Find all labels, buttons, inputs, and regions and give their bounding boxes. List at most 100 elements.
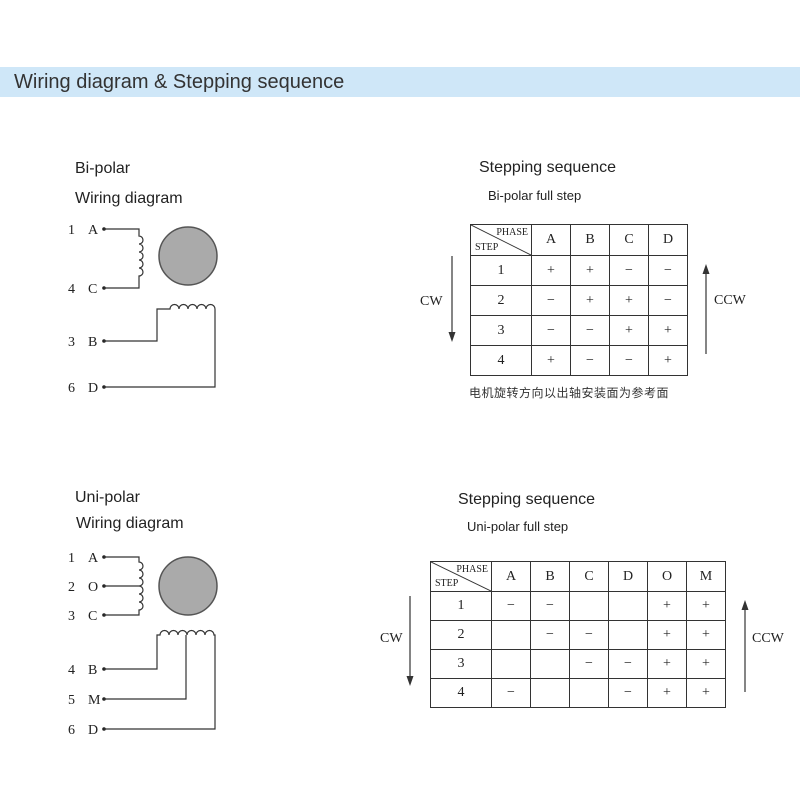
table-row: 1 − − + + bbox=[430, 591, 726, 621]
phase-cell: + bbox=[531, 345, 571, 376]
table-row: 1 + + − − bbox=[470, 255, 688, 286]
coil-bd-icon bbox=[104, 629, 216, 730]
phase-cell: + bbox=[647, 620, 687, 650]
phase-cell: − bbox=[531, 285, 571, 316]
bipolar-sequence-subtitle: Bi-polar full step bbox=[488, 188, 582, 203]
phase-cell: + bbox=[570, 255, 610, 286]
column-header: B bbox=[530, 561, 570, 592]
phase-cell: + bbox=[647, 649, 687, 679]
cw-label: CW bbox=[420, 294, 443, 309]
step-cell: 1 bbox=[430, 591, 492, 621]
phase-cell: − bbox=[609, 345, 649, 376]
phase-cell: + bbox=[686, 678, 726, 708]
phase-cell: + bbox=[648, 315, 688, 346]
step-cell: 3 bbox=[470, 315, 532, 346]
phase-cell: + bbox=[647, 591, 687, 621]
cw-label: CW bbox=[380, 631, 403, 646]
phase-cell bbox=[608, 591, 648, 621]
lead-3-name: C bbox=[88, 609, 97, 624]
unipolar-sequence-table: PHASE STEP A B C D O M 1 − − + + 2 − − +… bbox=[430, 561, 726, 708]
lead-2-number: 2 bbox=[68, 580, 75, 595]
lead-6-number: 6 bbox=[68, 723, 75, 738]
unipolar-title: Uni-polar bbox=[75, 489, 140, 506]
phase-cell: − bbox=[570, 315, 610, 346]
step-cell: 2 bbox=[430, 620, 492, 650]
phase-cell: − bbox=[531, 315, 571, 346]
center-tap-m bbox=[104, 635, 187, 700]
lead-1-name: A bbox=[88, 223, 99, 238]
phase-cell: + bbox=[648, 345, 688, 376]
column-header: O bbox=[647, 561, 687, 592]
bipolar-wiring-diagram: 1 A 4 C 3 B 6 D bbox=[68, 223, 218, 396]
phase-cell: + bbox=[647, 678, 687, 708]
column-header: D bbox=[648, 224, 688, 256]
phase-cell: − bbox=[608, 649, 648, 679]
bipolar-sequence-title: Stepping sequence bbox=[479, 159, 616, 176]
lead-3-name: B bbox=[88, 335, 97, 350]
phase-cell: + bbox=[531, 255, 571, 286]
column-header: M bbox=[686, 561, 726, 592]
bipolar-title: Bi-polar bbox=[75, 160, 131, 177]
motor-rotor-icon bbox=[158, 226, 218, 286]
table-header-row: PHASE STEP A B C D bbox=[470, 224, 688, 256]
column-header: B bbox=[570, 224, 610, 256]
rotation-direction-note: 电机旋转方向以出轴安装面为参考面 bbox=[469, 386, 670, 400]
step-label: STEP bbox=[475, 242, 499, 253]
ccw-label: CCW bbox=[752, 631, 784, 646]
phase-label: PHASE bbox=[456, 564, 488, 575]
lead-4-name: B bbox=[88, 663, 97, 678]
lead-6-number: 6 bbox=[68, 381, 75, 396]
table-header-row: PHASE STEP A B C D O M bbox=[430, 561, 726, 592]
phase-cell bbox=[569, 591, 609, 621]
table-row: 2 − + + − bbox=[470, 285, 688, 316]
phase-cell: − bbox=[491, 591, 531, 621]
section-title: Wiring diagram & Stepping sequence bbox=[14, 71, 345, 93]
phase-cell bbox=[530, 649, 570, 679]
lead-3-number: 3 bbox=[68, 335, 75, 350]
phase-cell: − bbox=[609, 255, 649, 286]
coil-ac-icon bbox=[104, 228, 144, 289]
lead-4-name: C bbox=[88, 282, 97, 297]
phase-cell bbox=[491, 620, 531, 650]
phase-cell: + bbox=[609, 315, 649, 346]
column-header: C bbox=[609, 224, 649, 256]
phase-cell: − bbox=[608, 678, 648, 708]
cw-down-arrow-icon bbox=[448, 256, 456, 342]
table-row: 2 − − + + bbox=[430, 620, 726, 650]
step-cell: 2 bbox=[470, 285, 532, 316]
bipolar-sequence-table: PHASE STEP A B C D 1 + + − − 2 − + + − 3… bbox=[470, 224, 688, 376]
unipolar-wiring-diagram: 1 A 2 O 3 C 4 B 5 M 6 D bbox=[68, 551, 218, 738]
table-row: 3 − − + + bbox=[430, 649, 726, 679]
unipolar-sequence-subtitle: Uni-polar full step bbox=[467, 519, 569, 534]
phase-cell bbox=[569, 678, 609, 708]
phase-cell: + bbox=[686, 620, 726, 650]
step-cell: 4 bbox=[430, 678, 492, 708]
phase-cell: − bbox=[570, 345, 610, 376]
step-label: STEP bbox=[435, 578, 459, 589]
phase-cell: − bbox=[569, 649, 609, 679]
step-cell: 4 bbox=[470, 345, 532, 376]
lead-4-number: 4 bbox=[68, 282, 75, 297]
phase-cell bbox=[491, 649, 531, 679]
phase-cell: + bbox=[686, 649, 726, 679]
phase-cell: − bbox=[648, 255, 688, 286]
column-header: C bbox=[569, 561, 609, 592]
ccw-label: CCW bbox=[714, 293, 746, 308]
table-row: 4 + − − + bbox=[470, 345, 688, 376]
column-header: A bbox=[491, 561, 531, 592]
phase-cell: + bbox=[609, 285, 649, 316]
column-header: D bbox=[608, 561, 648, 592]
column-header: A bbox=[531, 224, 571, 256]
bipolar-wiring-label: Wiring diagram bbox=[75, 190, 183, 207]
lead-1-number: 1 bbox=[68, 551, 75, 566]
phase-cell: + bbox=[686, 591, 726, 621]
phase-cell: − bbox=[530, 620, 570, 650]
phase-label: PHASE bbox=[496, 227, 528, 238]
step-cell: 1 bbox=[470, 255, 532, 286]
phase-cell: + bbox=[570, 285, 610, 316]
phase-cell bbox=[530, 678, 570, 708]
section-header: Wiring diagram & Stepping sequence bbox=[0, 67, 800, 97]
phase-cell: − bbox=[569, 620, 609, 650]
ccw-up-arrow-icon bbox=[702, 264, 710, 354]
coil-bd-icon bbox=[104, 303, 216, 388]
